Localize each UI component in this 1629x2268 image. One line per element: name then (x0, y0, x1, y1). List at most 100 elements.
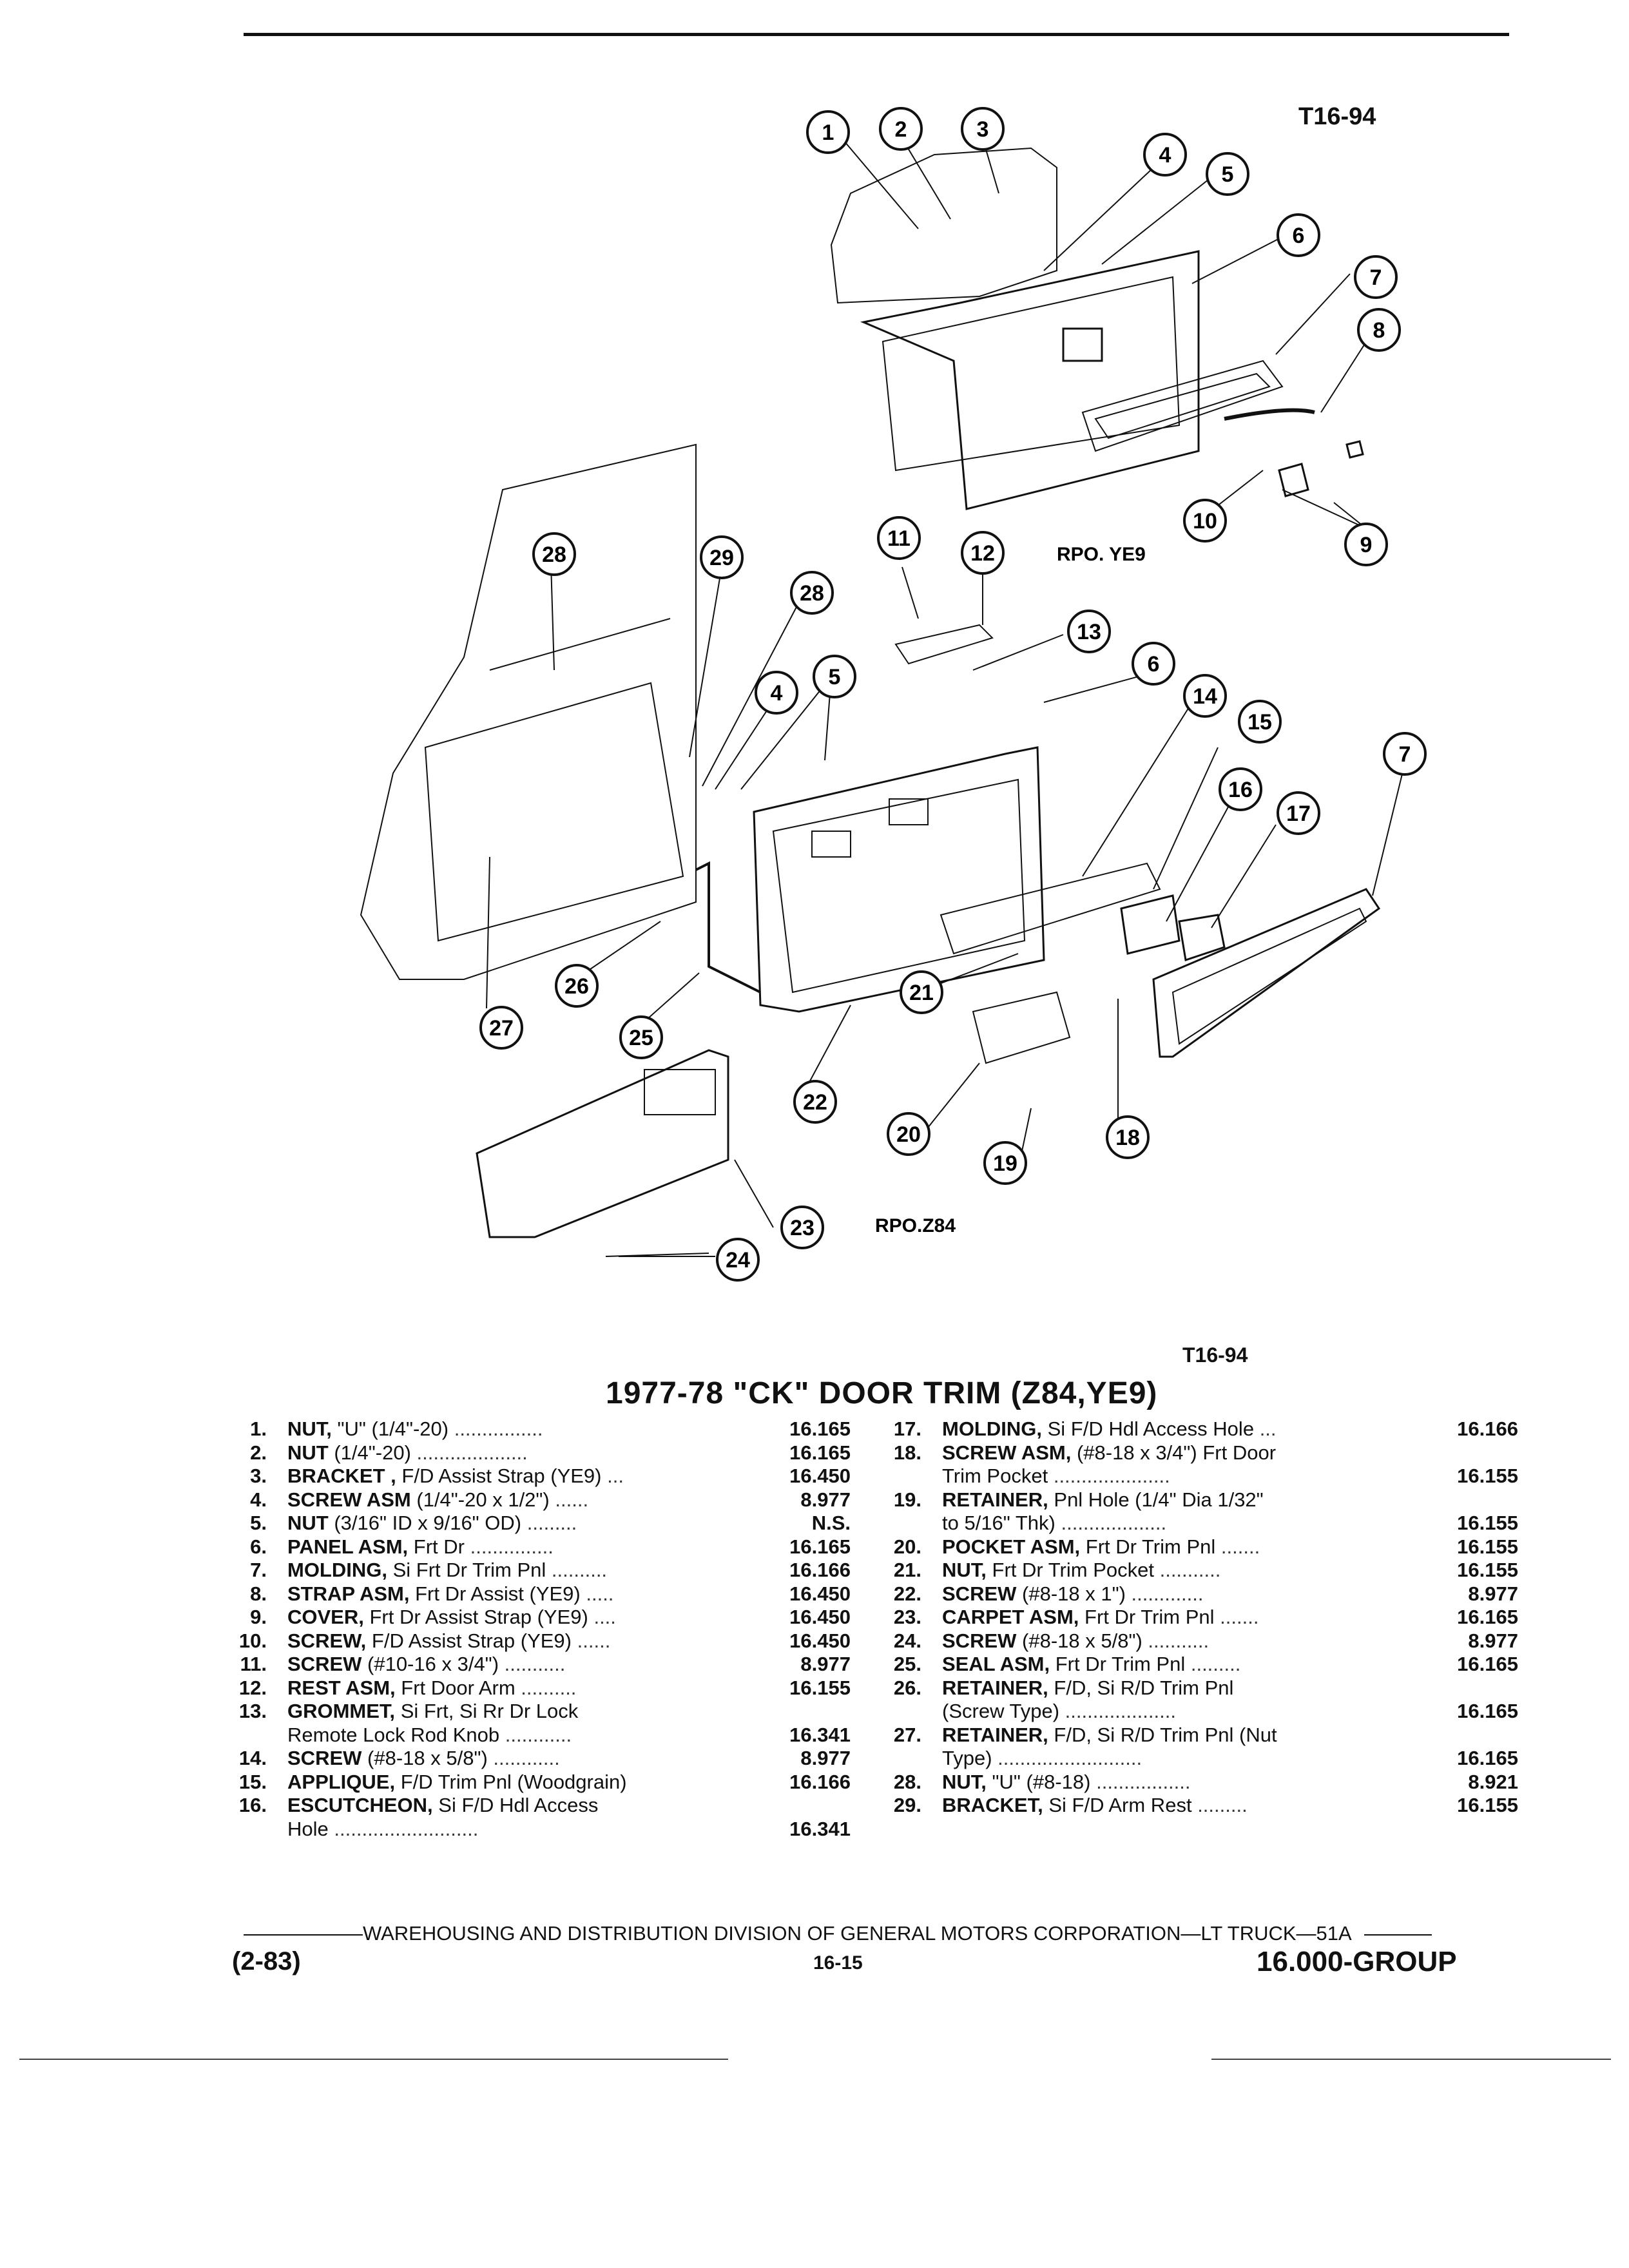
part-name: SCREW ASM (287, 1488, 411, 1511)
callout-16: 16 (1219, 767, 1262, 811)
part-description: RETAINER, Pnl Hole (1/4" Dia 1/32" (942, 1488, 1264, 1512)
part-description: MOLDING, Si Frt Dr Trim Pnl .......... (287, 1559, 607, 1582)
callout-10: 10 (1183, 499, 1227, 543)
parts-list-item-continued: to 5/16" Thk) ...................16.155 (887, 1512, 1518, 1535)
svg-text:23: 23 (790, 1216, 815, 1240)
part-name: SCREW (287, 1747, 362, 1769)
parts-list-item: 17.MOLDING, Si F/D Hdl Access Hole ...16… (887, 1418, 1518, 1441)
part-spec: (#8-18 x 5/8") (1022, 1629, 1142, 1652)
svg-text:2: 2 (895, 117, 907, 142)
leader-dots: ..... (586, 1582, 614, 1605)
callout-19: 19 (983, 1141, 1027, 1185)
svg-text:20: 20 (896, 1122, 921, 1147)
part-spec-continued-text: Hole (287, 1817, 329, 1840)
part-name: SCREW (942, 1629, 1017, 1652)
part-spec: Frt Dr Assist (YE9) (415, 1582, 581, 1605)
leader-dots: ... (1259, 1418, 1277, 1440)
part-number: 17. (893, 1418, 921, 1440)
callout-29: 29 (700, 535, 744, 579)
leader-dots: ......... (1190, 1653, 1241, 1675)
part-description: REST ASM, Frt Door Arm .......... (287, 1677, 576, 1700)
svg-text:9: 9 (1360, 533, 1373, 557)
callout-3: 3 (961, 107, 1005, 151)
part-number: 7. (250, 1559, 267, 1581)
part-spec-continued: to 5/16" Thk) ................... (942, 1512, 1166, 1535)
leader-dots: ................. (1096, 1770, 1191, 1793)
part-description: RETAINER, F/D, Si R/D Trim Pnl (942, 1677, 1233, 1700)
svg-text:21: 21 (909, 981, 934, 1005)
callout-17: 17 (1277, 791, 1320, 835)
part-spec: Frt Dr Assist Strap (YE9) (369, 1606, 588, 1628)
part-number: 24. (893, 1629, 921, 1652)
part-description: SEAL ASM, Frt Dr Trim Pnl ......... (942, 1653, 1240, 1677)
part-number: 10. (238, 1629, 267, 1652)
parts-list-item: 14.SCREW (#8-18 x 5/8") ............8.97… (232, 1747, 851, 1771)
part-spec-continued: (Screw Type) .................... (942, 1700, 1176, 1724)
part-code: 8.977 (800, 1488, 851, 1511)
svg-text:6: 6 (1293, 224, 1305, 248)
parts-list-item: 23.CARPET ASM, Frt Dr Trim Pnl .......16… (887, 1606, 1518, 1629)
part-name: BRACKET , (287, 1465, 396, 1487)
parts-list-item: 6.PANEL ASM, Frt Dr ...............16.16… (232, 1535, 851, 1559)
part-description: NUT (3/16" ID x 9/16" OD) ......... (287, 1512, 577, 1535)
part-spec-continued-text: Trim Pocket (942, 1465, 1048, 1487)
parts-list-item: 8.STRAP ASM, Frt Dr Assist (YE9) .....16… (232, 1582, 851, 1606)
part-number: 8. (250, 1582, 267, 1605)
svg-text:16: 16 (1228, 778, 1253, 802)
leader-dots: .... (593, 1606, 616, 1628)
parts-list-item: 20.POCKET ASM, Frt Dr Trim Pnl .......16… (887, 1535, 1518, 1559)
part-spec: Si F/D Arm Rest (1048, 1794, 1192, 1816)
leader-dots: ............... (470, 1535, 554, 1558)
leader-dots: ............ (493, 1747, 560, 1769)
part-spec: Frt Door Arm (401, 1676, 516, 1699)
part-spec: (3/16" ID x 9/16" OD) (334, 1512, 522, 1534)
parts-list-left: 1.NUT, "U" (1/4"-20) ................16.… (232, 1418, 851, 1841)
leader-dots: ............. (1131, 1582, 1204, 1605)
part-spec: (#8-18 x 3/4") Frt Door (1076, 1441, 1277, 1464)
part-code: 16.155 (1457, 1559, 1518, 1581)
part-description: NUT, "U" (1/4"-20) ................ (287, 1418, 543, 1441)
leader-dots: .......................... (334, 1817, 479, 1840)
part-name: REST ASM, (287, 1676, 396, 1699)
parts-list-right: 17.MOLDING, Si F/D Hdl Access Hole ...16… (887, 1418, 1518, 1818)
part-number: 11. (240, 1653, 267, 1675)
part-number: 16. (238, 1794, 267, 1816)
parts-list-item: 26. RETAINER, F/D, Si R/D Trim Pnl (887, 1677, 1518, 1700)
svg-text:10: 10 (1193, 509, 1217, 533)
part-name: NUT, (287, 1418, 332, 1440)
callout-7b: 7 (1383, 732, 1427, 776)
part-description: SCREW ASM, (#8-18 x 3/4") Frt Door (942, 1441, 1276, 1465)
parts-list-item: 1.NUT, "U" (1/4"-20) ................16.… (232, 1418, 851, 1441)
leader-dots: .......... (521, 1676, 577, 1699)
parts-list-item: 10.SCREW, F/D Assist Strap (YE9) ......1… (232, 1629, 851, 1653)
part-code: 16.166 (789, 1770, 851, 1793)
svg-text:24: 24 (726, 1248, 750, 1273)
callout-8: 8 (1357, 308, 1401, 352)
part-description: CARPET ASM, Frt Dr Trim Pnl ....... (942, 1606, 1258, 1629)
part-name: SCREW (287, 1653, 362, 1675)
figure-code-bottom: T16-94 (1182, 1343, 1248, 1367)
svg-text:3: 3 (977, 117, 989, 142)
callout-6b: 6 (1132, 642, 1175, 686)
parts-list-item-continued: Type) ..........................16.165 (887, 1747, 1518, 1771)
parts-list-item: 16.ESCUTCHEON, Si F/D Hdl Access (232, 1794, 851, 1818)
callout-27: 27 (479, 1006, 523, 1050)
parts-list-item: 11.SCREW (#10-16 x 3/4") ...........8.97… (232, 1653, 851, 1677)
callout-5: 5 (1206, 152, 1249, 196)
part-number: 3. (250, 1465, 267, 1487)
part-code: 16.450 (789, 1629, 851, 1652)
part-spec: (#8-18 x 1") (1022, 1582, 1126, 1605)
part-name: PANEL ASM, (287, 1535, 409, 1558)
svg-text:22: 22 (803, 1090, 827, 1115)
callout-5b: 5 (813, 655, 856, 698)
parts-list-item-continued: Hole ..........................16.341 (232, 1818, 851, 1841)
part-number: 26. (893, 1676, 921, 1699)
svg-text:27: 27 (489, 1016, 514, 1041)
leader-dots: ......... (1197, 1794, 1248, 1816)
svg-text:11: 11 (887, 526, 911, 551)
part-number: 5. (250, 1512, 267, 1534)
part-code: 16.155 (1457, 1794, 1518, 1816)
part-description: SCREW (#8-18 x 1") ............. (942, 1582, 1204, 1606)
figure-code-top: T16-94 (1298, 103, 1376, 130)
leader-dots: .................... (1065, 1700, 1176, 1722)
